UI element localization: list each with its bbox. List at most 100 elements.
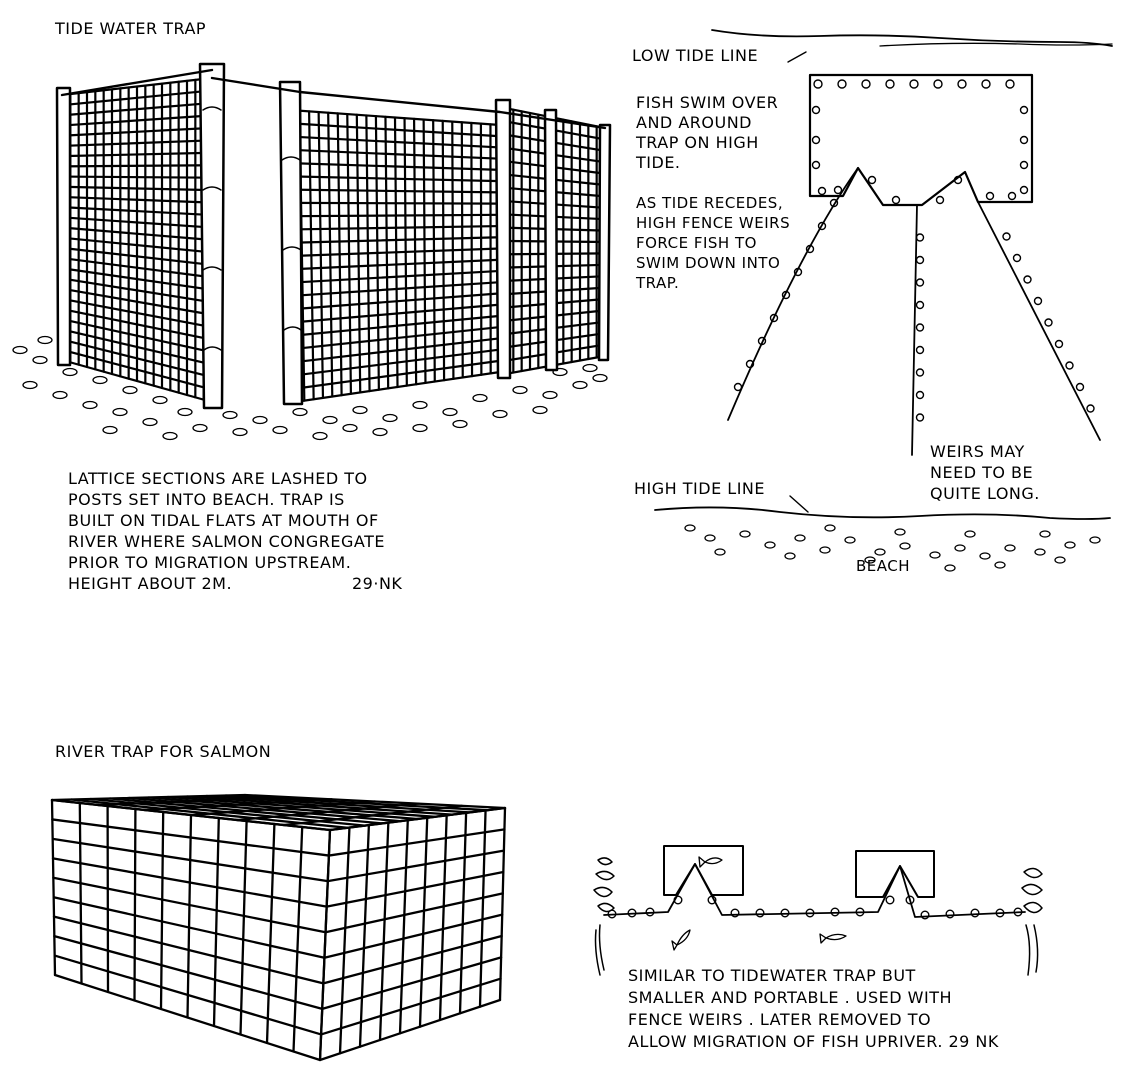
pebble — [442, 407, 458, 417]
weir-center — [911, 204, 918, 456]
post — [494, 98, 512, 380]
lattice-rod — [322, 934, 503, 985]
pebble — [452, 419, 468, 429]
stake — [817, 186, 827, 196]
stake — [817, 221, 827, 231]
stake — [1012, 253, 1022, 263]
lattice-rod — [78, 801, 83, 985]
post — [198, 62, 226, 410]
stake — [811, 160, 821, 170]
lattice-rod — [291, 258, 502, 271]
beach-stone — [684, 524, 696, 532]
lattice-rod — [292, 825, 304, 1053]
river-trap-box-2 — [855, 850, 935, 898]
trap-enclosure — [808, 73, 1034, 207]
beach-stone — [1064, 541, 1076, 549]
plan-note-1-line: FISH SWIM OVER — [636, 93, 779, 112]
pebble — [412, 400, 428, 410]
lattice-rod — [292, 281, 502, 297]
lattice-rod — [438, 814, 448, 1022]
pebble — [582, 363, 598, 373]
plan-note-1-line: TIDE. — [636, 153, 681, 172]
tide-trap-caption-line: PRIOR TO MIGRATION UPSTREAM. — [68, 553, 352, 572]
weir-right — [977, 201, 1101, 441]
top-rail — [210, 76, 607, 130]
lattice-rod — [60, 277, 214, 304]
pebble — [222, 410, 238, 420]
pebble — [352, 405, 368, 415]
pebble — [472, 393, 488, 403]
lattice-rod — [288, 108, 502, 127]
lattice-rod — [338, 826, 351, 1055]
stake — [1019, 105, 1029, 115]
beach-stone — [994, 561, 1006, 569]
lattice-rod — [239, 819, 248, 1036]
beach-stone — [794, 534, 806, 542]
plan-note-2-line: AS TIDE RECEDES, — [636, 194, 784, 212]
weirs-note-line: WEIRS MAY — [930, 442, 1025, 461]
beach-stone — [764, 541, 776, 549]
weir-left — [727, 167, 859, 421]
stake — [1065, 361, 1074, 370]
lattice-rod — [289, 122, 502, 138]
river-trap-cage-drawing — [50, 793, 507, 1062]
beach-stone — [1004, 544, 1016, 552]
fence-weir-line — [603, 863, 1026, 918]
lattice-rod — [60, 297, 214, 329]
top-rail — [60, 68, 214, 97]
lattice-rod — [60, 114, 214, 127]
stake — [757, 336, 767, 346]
stake — [1007, 191, 1017, 201]
stake — [855, 907, 865, 917]
pebble — [92, 375, 108, 385]
lattice-rod — [289, 161, 502, 172]
river-trap-box-1 — [663, 845, 744, 896]
post — [55, 86, 72, 367]
lattice-rod — [186, 813, 193, 1019]
tide-trap-plan-diagram — [654, 29, 1113, 572]
river-trap-caption-line: SIMILAR TO TIDEWATER TRAP BUT — [628, 966, 916, 985]
stake — [905, 895, 915, 905]
lattice-rod — [60, 89, 214, 107]
stake — [1013, 907, 1023, 917]
stake — [811, 135, 821, 145]
tide-trap-caption-line: BUILT ON TIDAL FLATS AT MOUTH OF — [68, 511, 379, 530]
lattice-rod — [323, 913, 504, 959]
lattice-rod — [52, 876, 327, 934]
lattice-rod — [326, 849, 506, 883]
tide-water-trap-drawing — [12, 62, 612, 441]
stake — [793, 267, 803, 277]
lattice-rod — [358, 823, 371, 1048]
stake — [707, 895, 717, 905]
stake — [755, 908, 765, 918]
lattice-rod — [60, 256, 214, 279]
pebble — [82, 400, 98, 410]
lattice-rod — [159, 810, 165, 1011]
stake — [933, 79, 943, 89]
pebble — [572, 380, 588, 390]
stake — [891, 195, 901, 205]
stake — [970, 908, 980, 918]
tide-trap-caption-line: POSTS SET INTO BEACH. TRAP IS — [68, 490, 345, 509]
beach-stone — [874, 548, 886, 556]
stake — [920, 910, 930, 920]
pebble — [492, 409, 508, 419]
enclosure-stakes — [811, 79, 1029, 205]
lattice-rod — [290, 175, 502, 183]
lattice-rod — [60, 348, 214, 391]
stake — [915, 323, 925, 332]
plan-note-2-line: HIGH FENCE WEIRS — [636, 214, 791, 232]
plan-note-2-line: FORCE FISH TO — [636, 234, 757, 252]
tide-trap-caption-line: LATTICE SECTIONS ARE LASHED TO — [68, 469, 368, 488]
lattice-rod — [293, 359, 502, 390]
fence-weir-stakes — [607, 895, 1023, 920]
beach-stone — [739, 530, 751, 538]
fish-icon — [671, 929, 691, 951]
low-tide-line — [711, 29, 1113, 47]
artist-signature: 29·NK — [352, 574, 403, 593]
pebble — [162, 431, 178, 441]
lattice-rod — [51, 818, 331, 857]
stake — [861, 79, 871, 89]
lattice-rod — [60, 226, 214, 242]
